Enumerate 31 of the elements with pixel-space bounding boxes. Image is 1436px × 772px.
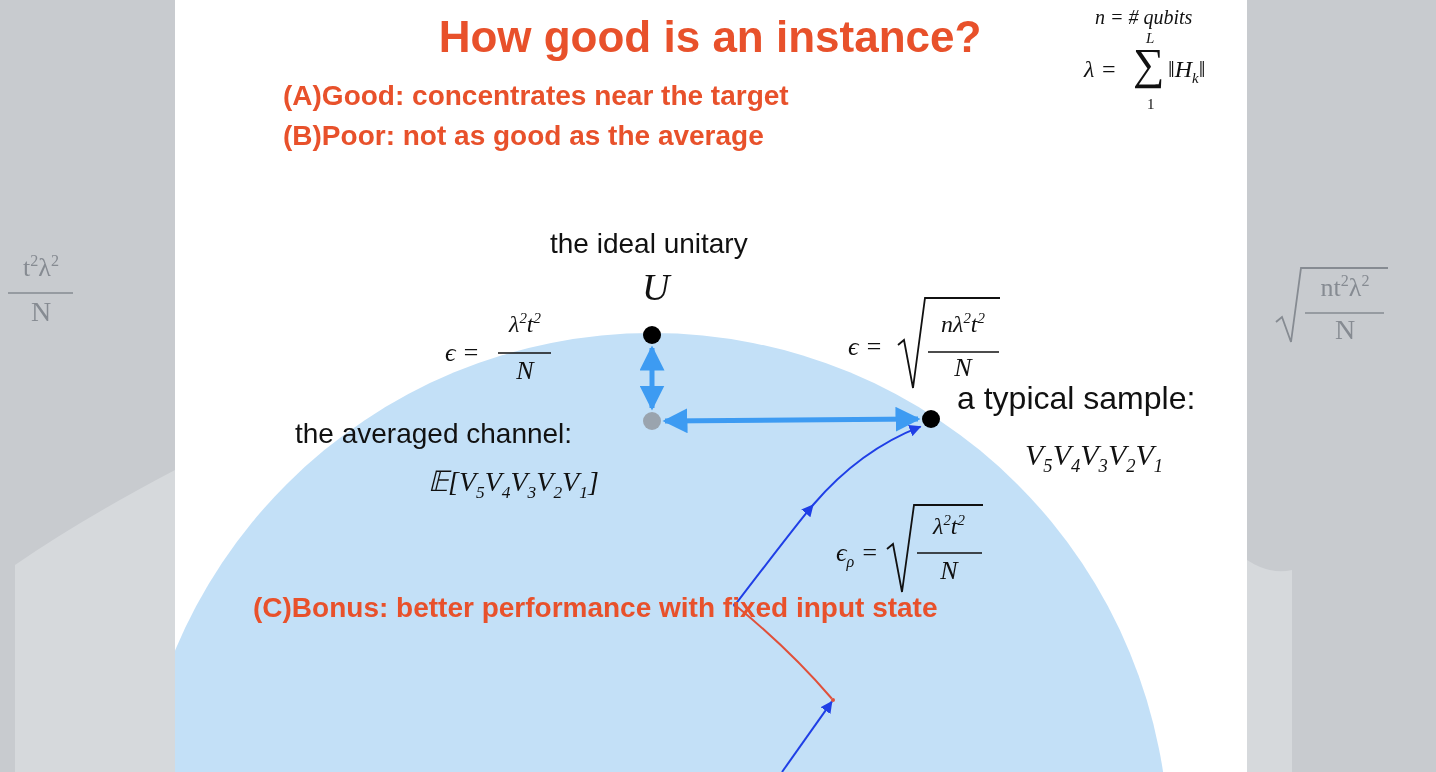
math-expression: ϵ = — [848, 332, 883, 362]
math-expression: N — [939, 556, 960, 586]
bullet-text: (A)Good: concentrates near the target — [283, 80, 789, 113]
faded-formula: t$^{2}$λ$^{2}$ — [22, 252, 60, 283]
math-expression: N — [953, 353, 974, 383]
point-label: the ideal unitary — [550, 228, 748, 261]
point-label: the averaged channel: — [295, 418, 573, 451]
math-expression: 𝔼[V$_{5}$V$_{4}$V$_{3}$V$_{2}$V$_{1}$] — [428, 466, 599, 503]
arrow — [735, 425, 922, 605]
math-expression: ϵ$_{ρ}$ = — [836, 538, 879, 572]
point-label: a typical sample: — [957, 380, 1196, 417]
arrow — [639, 345, 665, 411]
faded-formula: N — [1333, 314, 1357, 347]
math-expression: ϵ = — [445, 338, 480, 368]
arrow — [781, 700, 833, 772]
math-expression: V$_{5}$V$_{4}$V$_{3}$V$_{2}$V$_{1}$ — [1025, 438, 1164, 477]
faded-formula: nt$^{2}$λ$^{2}$ — [1319, 272, 1371, 303]
math-expression: 1 — [1147, 96, 1155, 114]
math-expression: λ$^{2}$t$^{2}$ — [931, 512, 966, 541]
math-expression: ‖H$_{k}$‖ — [1168, 56, 1206, 87]
math-expression: λ$^{2}$t$^{2}$ — [507, 310, 542, 339]
math-expression: U — [642, 266, 670, 310]
math-expression: n = # qubits — [1095, 6, 1193, 29]
math-expression: nλ$^{2}$t$^{2}$ — [940, 310, 986, 339]
math-expression: λ = — [1084, 56, 1117, 84]
bullet-text: (B)Poor: not as good as the average — [283, 120, 764, 153]
arrow — [662, 406, 921, 434]
math-expression: N — [515, 356, 536, 386]
slide-title: How good is an instance? — [437, 12, 983, 62]
path-vertex — [831, 698, 835, 702]
faded-formula: N — [29, 296, 53, 329]
